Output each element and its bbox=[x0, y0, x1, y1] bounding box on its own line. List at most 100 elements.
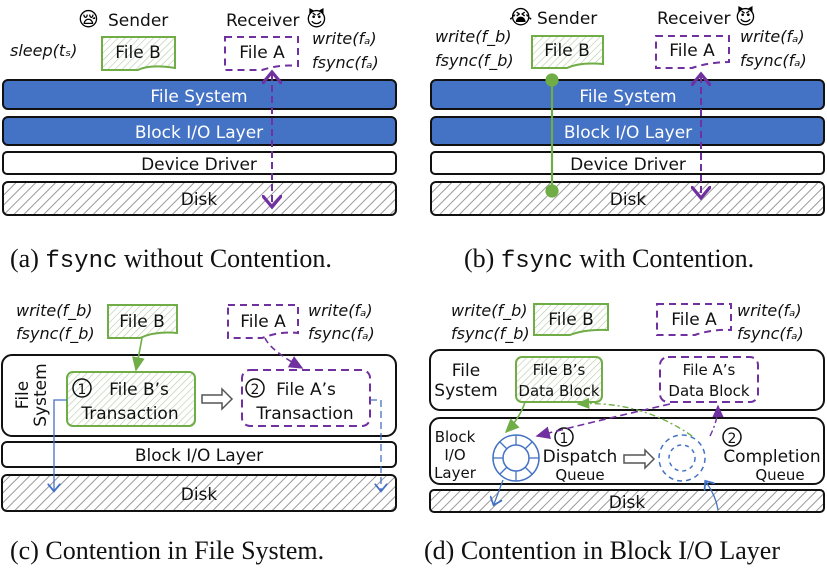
fsync-fa-op: fsync(fₐ) bbox=[737, 324, 804, 343]
db-b-line1: File B’s bbox=[533, 361, 586, 379]
caption-a-code: fsync bbox=[45, 248, 118, 275]
file-a-box bbox=[656, 303, 732, 336]
panel-b: 😭 Sender write(f_b) fsync(f_b) File B Re… bbox=[430, 5, 825, 216]
layer-disk-label: Disk bbox=[181, 190, 218, 210]
file-system-box bbox=[429, 349, 825, 411]
fs-label-2: System bbox=[434, 381, 497, 401]
fsync-fa-op: fsync(fₐ) bbox=[312, 53, 379, 72]
sender-label: Sender bbox=[537, 9, 597, 29]
file-a-box bbox=[227, 304, 299, 339]
completion-queue-icon bbox=[658, 434, 706, 482]
file-a-label: File A bbox=[671, 310, 717, 330]
layer-block-io bbox=[1, 441, 397, 468]
layer-disk-label: Disk bbox=[181, 485, 218, 505]
layer-disk-label: Disk bbox=[610, 190, 647, 210]
caption-a-rest: without Contention. bbox=[117, 244, 332, 273]
step-2-badge bbox=[722, 427, 742, 447]
file-b-box bbox=[533, 303, 609, 336]
db-b-line2: Data Block bbox=[518, 382, 599, 400]
completion-to-a-arrow bbox=[709, 404, 724, 437]
step-1-badge bbox=[554, 427, 574, 447]
fs-label-1: File bbox=[13, 381, 33, 409]
sleep-op: sleep(tₛ) bbox=[10, 41, 77, 60]
dispatch-queue-icon bbox=[492, 434, 540, 482]
fsync-fb-op: fsync(f_b) bbox=[451, 324, 530, 344]
devil-emoji-icon: 😈 bbox=[735, 5, 756, 29]
fs-label-1: File bbox=[452, 361, 480, 381]
db-a-line1: File A’s bbox=[683, 361, 736, 379]
layer-disk-label: Disk bbox=[609, 493, 646, 513]
caption-b: (b) fsync with Contention. bbox=[464, 244, 754, 275]
data-a-to-dispatch-arrow bbox=[535, 403, 671, 440]
fsync-fb-op: fsync(f_b) bbox=[435, 51, 514, 71]
layer-device-driver bbox=[430, 151, 825, 175]
file-b-label: File B bbox=[115, 43, 161, 63]
layer-disk bbox=[1, 474, 397, 512]
write-fa-op: write(fₐ) bbox=[740, 27, 805, 46]
receiver-label: Receiver bbox=[657, 9, 731, 29]
file-b-label: File B bbox=[544, 41, 590, 61]
write-fb-op: write(f_b) bbox=[451, 301, 528, 321]
file-a-box bbox=[655, 35, 730, 69]
layer-disk bbox=[430, 181, 825, 216]
receiver-label: Receiver bbox=[226, 11, 300, 31]
devil-emoji-icon: 😈 bbox=[306, 7, 327, 31]
dispatch-to-disk-arrow bbox=[494, 479, 504, 504]
layer-file-system-label: File System bbox=[579, 87, 676, 107]
write-fb-op: write(f_b) bbox=[16, 301, 93, 321]
file-a-label: File A bbox=[239, 43, 285, 63]
step-2-badge bbox=[245, 378, 265, 398]
sender-label: Sender bbox=[108, 11, 168, 31]
panel-d: write(f_b) fsync(f_b) File B File A writ… bbox=[429, 301, 825, 513]
layer-block-io bbox=[430, 116, 825, 146]
file-a-to-tx-arrow bbox=[264, 337, 304, 369]
write-fa-op: write(fₐ) bbox=[312, 29, 377, 48]
step-2-num: 2 bbox=[251, 382, 260, 398]
file-b-label: File B bbox=[119, 312, 165, 332]
layer-disk bbox=[2, 181, 397, 216]
fs-label-2: System bbox=[31, 363, 51, 426]
step-1-num: 1 bbox=[560, 431, 569, 447]
layer-file-system bbox=[430, 79, 825, 110]
tx-b-commit-arrow bbox=[54, 399, 67, 490]
layer-device-driver-label: Device Driver bbox=[141, 155, 257, 175]
tx-b-line2: Transaction bbox=[80, 404, 178, 424]
panel-a: 😪 Sender sleep(tₛ) File B Receiver 😈 Fil… bbox=[2, 7, 397, 216]
caption-b-rest: with Contention. bbox=[572, 244, 755, 273]
bio-label-3: Layer bbox=[434, 464, 477, 482]
next-arrow-icon bbox=[201, 387, 234, 411]
step-1-num: 1 bbox=[78, 382, 87, 398]
tx-a-line2: Transaction bbox=[255, 404, 353, 424]
fsync-fa-op: fsync(fₐ) bbox=[308, 324, 375, 343]
dispatch-label: Dispatch bbox=[543, 447, 618, 467]
db-a-line2: Data Block bbox=[668, 382, 749, 400]
bio-label-1: Block bbox=[435, 428, 476, 446]
write-fa-op: write(fₐ) bbox=[308, 301, 373, 320]
caption-a-prefix: (a) bbox=[10, 244, 46, 273]
file-b-box bbox=[101, 36, 176, 71]
fsync-fb-op: fsync(f_b) bbox=[16, 324, 95, 344]
layer-block-io bbox=[2, 116, 397, 146]
caption-a: (a) fsync without Contention. bbox=[10, 244, 332, 275]
file-a-transaction bbox=[241, 369, 371, 427]
layer-block-io-label: Block I/O Layer bbox=[135, 446, 263, 466]
file-b-to-tx-arrow bbox=[132, 337, 145, 372]
layer-file-system-label: File System bbox=[150, 87, 247, 107]
file-a-data-block bbox=[659, 356, 759, 403]
layer-file-system bbox=[2, 79, 397, 110]
caption-c: (c) Contention in File System. bbox=[10, 536, 325, 565]
fsync-fa-op: fsync(fₐ) bbox=[740, 51, 807, 70]
tx-b-line1: File B’s bbox=[109, 380, 169, 400]
file-b-box bbox=[107, 304, 178, 339]
tx-a-line1: File A’s bbox=[276, 380, 336, 400]
caption-d: (d) Contention in Block I/O Layer bbox=[424, 536, 780, 565]
file-b-transaction bbox=[66, 371, 196, 427]
write-fb-op: write(f_b) bbox=[435, 27, 512, 47]
layer-device-driver bbox=[2, 151, 397, 175]
layer-block-io-label: Block I/O Layer bbox=[564, 123, 692, 143]
sleepy-emoji-icon: 😪 bbox=[78, 7, 99, 31]
data-b-to-dispatch-arrow bbox=[504, 401, 526, 434]
completion-queue-label: Queue bbox=[755, 466, 804, 484]
layer-disk bbox=[429, 489, 825, 513]
